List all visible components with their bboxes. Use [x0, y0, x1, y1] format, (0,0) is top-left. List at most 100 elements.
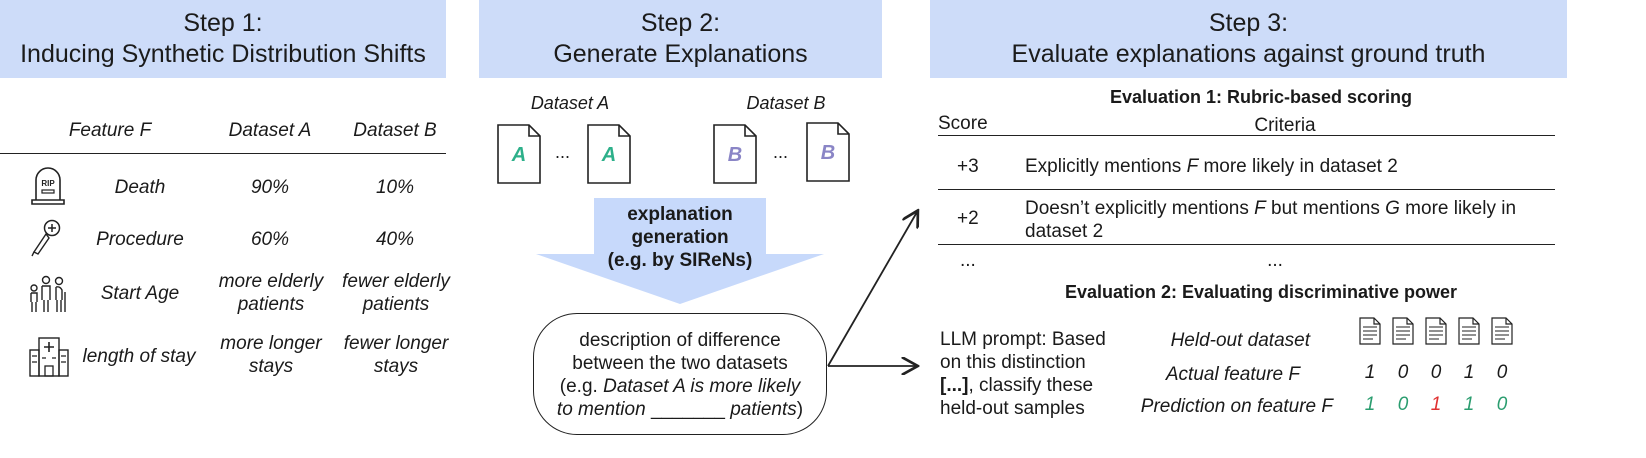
- desc-line4-italic: to mention: [556, 399, 646, 420]
- criteria-header: Criteria: [1254, 115, 1316, 136]
- row-length-of-stay-a: more longer stays: [205, 332, 337, 378]
- rubric-criteria-pre: Doesn’t explicitly mentions: [1025, 198, 1255, 219]
- desc-line2: between the two datasets: [572, 353, 788, 374]
- step1-title-line2: Inducing Synthetic Distribution Shifts: [20, 40, 426, 68]
- step3-header: Step 3: Evaluate explanations against gr…: [930, 0, 1567, 78]
- arrow-line3: (e.g. by SIReNs): [607, 250, 753, 271]
- difference-description-text: description of difference between the tw…: [540, 329, 820, 421]
- dataset-a-label: Dataset A: [530, 93, 610, 113]
- step2-title-line2: Generate Explanations: [553, 40, 808, 68]
- hospital-icon: [28, 334, 70, 378]
- col-dataset-b-header: Dataset B: [353, 120, 437, 141]
- rubric-row-rule: [938, 189, 1555, 190]
- prediction-value: 1: [1463, 394, 1475, 415]
- rubric-criteria-mid: but mentions: [1265, 198, 1386, 219]
- rubric-criteria-line1: Doesn’t explicitly mentions F but mentio…: [1025, 197, 1560, 220]
- prompt-line2: on this distinction: [940, 352, 1086, 373]
- step1-header: Step 1: Inducing Synthetic Distribution …: [0, 0, 446, 78]
- row-start-age-a-line1: more elderly: [218, 271, 324, 292]
- heldout-document-icon: [1458, 317, 1480, 345]
- prediction-label: Prediction on feature F: [1140, 396, 1333, 417]
- rubric-more-score: ...: [960, 250, 976, 271]
- document-b-letter: B: [727, 144, 743, 166]
- step2-header: Step 2: Generate Explanations: [479, 0, 882, 78]
- row-start-age-b-line1: fewer elderly: [342, 271, 450, 292]
- prompt-line1: LLM prompt: Based: [940, 329, 1106, 350]
- desc-line3-pre: (e.g.: [559, 376, 604, 397]
- document-a-letter: A: [511, 144, 527, 166]
- desc-line4-italic2: patients: [730, 399, 797, 420]
- heldout-document-icon: [1425, 317, 1447, 345]
- actual-value: 0: [1496, 362, 1508, 383]
- row-length-of-stay-feature: length of stay: [82, 346, 196, 367]
- explanation-generation-arrow: [536, 198, 824, 304]
- document-a-icon: A: [497, 124, 541, 184]
- row-procedure-b: 40%: [375, 229, 415, 250]
- arrow-to-eval1: [827, 212, 917, 367]
- heldout-document-icon: [1359, 317, 1381, 345]
- document-b-icon: B: [806, 122, 850, 182]
- row-length-of-stay-a-line1: more longer: [220, 333, 322, 354]
- row-length-of-stay-a-line2: stays: [248, 356, 294, 377]
- step3-title-line2: Evaluate explanations against ground tru…: [1011, 40, 1486, 68]
- step3-title-line1: Step 3:: [1208, 9, 1289, 37]
- rubric-row-rule: [938, 244, 1555, 245]
- row-death-a: 90%: [250, 177, 290, 198]
- heldout-label: Held-out dataset: [1170, 330, 1310, 351]
- heldout-document-icon: [1392, 317, 1414, 345]
- eval2-title: Evaluation 2: Evaluating discriminative …: [1064, 282, 1458, 302]
- desc-line4-blank: _______: [650, 399, 725, 420]
- row-procedure-feature: Procedure: [96, 229, 184, 250]
- actual-value: 0: [1397, 362, 1409, 383]
- prediction-value: 1: [1364, 394, 1376, 415]
- eval1-title: Evaluation 1: Rubric-based scoring: [1109, 87, 1413, 107]
- document-b-letter: B: [820, 142, 836, 164]
- actual-value: 1: [1463, 362, 1475, 383]
- rubric-criteria-line2: dataset 2: [1025, 221, 1104, 242]
- step2-title-line1: Step 2:: [640, 9, 721, 37]
- prompt-line3-bold: [...]: [940, 375, 969, 396]
- heldout-document-icon: [1491, 317, 1513, 345]
- row-start-age-b-line2: patients: [362, 294, 430, 315]
- prompt-line3: [...], classify these: [940, 374, 1130, 397]
- rubric-score: +3: [957, 156, 979, 177]
- row-length-of-stay-b: fewer longer stays: [332, 332, 460, 378]
- row-length-of-stay-b-line2: stays: [373, 356, 419, 377]
- document-a-icon: A: [587, 124, 631, 184]
- arrow-line2: generation: [631, 227, 729, 248]
- table-header-rule: [0, 153, 446, 154]
- rubric-criteria-f: F: [1186, 156, 1199, 177]
- desc-line4: to mention _______ patients): [540, 398, 820, 421]
- rubric-criteria-f: F: [1254, 198, 1266, 219]
- document-a-letter: A: [601, 144, 617, 166]
- desc-line1: description of difference: [579, 330, 781, 351]
- documents-b-ellipsis: ...: [773, 142, 789, 162]
- row-death-b: 10%: [375, 177, 415, 198]
- row-start-age-a-line2: patients: [237, 294, 305, 315]
- score-header: Score: [938, 113, 988, 134]
- row-start-age-b: fewer elderly patients: [332, 270, 460, 316]
- rubric-criteria-post: more likely in dataset 2: [1198, 156, 1398, 177]
- explanation-generation-label: explanation generation (e.g. by SIReNs): [580, 203, 780, 272]
- col-dataset-a-header: Dataset A: [228, 120, 312, 141]
- difference-description-box: [533, 313, 827, 435]
- desc-line3-italic: Dataset A is more likely: [603, 376, 801, 397]
- rubric-more-criteria: ...: [1267, 250, 1283, 271]
- row-start-age-feature: Start Age: [100, 283, 180, 304]
- rubric-score: +2: [957, 208, 979, 229]
- prediction-value: 0: [1496, 394, 1508, 415]
- row-start-age-a: more elderly patients: [205, 270, 337, 316]
- actual-value: 0: [1430, 362, 1442, 383]
- prompt-line3-rest: , classify these: [968, 375, 1094, 396]
- dataset-b-label: Dataset B: [746, 93, 826, 113]
- actual-value: 1: [1364, 362, 1376, 383]
- rubric-criteria-post: more likely in: [1399, 198, 1517, 219]
- prediction-value: 0: [1397, 394, 1409, 415]
- rubric-criteria: Doesn’t explicitly mentions F but mentio…: [1025, 197, 1560, 243]
- desc-line3: (e.g. Dataset A is more likely: [540, 375, 820, 398]
- tombstone-text: RIP: [41, 179, 55, 188]
- connector-arrows: [827, 200, 930, 380]
- rubric-header-rule: [938, 135, 1555, 136]
- people-ages-icon: [26, 272, 70, 316]
- row-procedure-a: 60%: [250, 229, 290, 250]
